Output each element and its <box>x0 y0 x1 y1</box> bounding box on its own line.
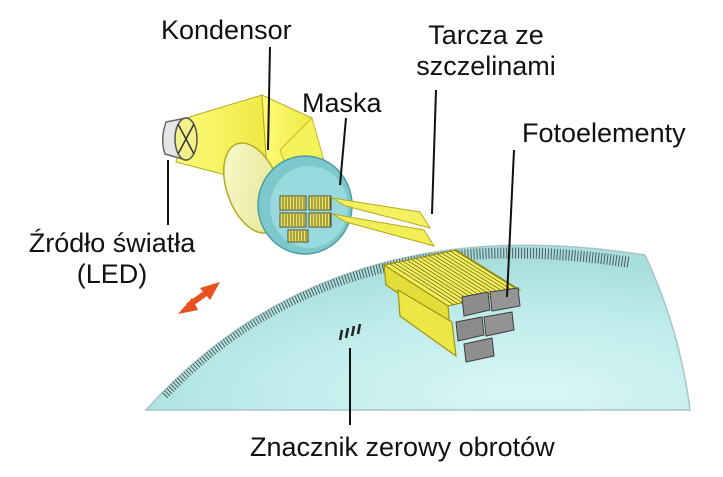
disc-slot-tick <box>617 255 621 267</box>
disc-slot-tick <box>346 271 351 283</box>
disc-slot-tick <box>553 248 556 260</box>
block-slit-line <box>441 252 506 294</box>
disc-slot-tick <box>378 262 382 274</box>
block-slit-line <box>432 254 498 296</box>
disc-slot-tick <box>559 249 561 261</box>
leader-lines <box>167 46 515 425</box>
disc-slot-tick <box>482 248 484 260</box>
disc-slot-tick <box>591 251 594 263</box>
disc-slot-tick <box>579 250 582 262</box>
disc-slot-tick <box>541 248 544 260</box>
disc-slot-tick <box>614 254 618 266</box>
block-slit-line <box>389 263 454 305</box>
disc-slot-tick <box>476 248 478 260</box>
label-mask: Maska <box>302 88 382 118</box>
block-slit-line <box>419 257 485 299</box>
double-arrow-icon <box>178 282 220 314</box>
disc-slot-tick <box>620 255 624 267</box>
beams-through-disc <box>331 197 436 247</box>
block-slit-line <box>411 259 476 301</box>
disc-slot-tick <box>565 249 567 261</box>
disc-slot-tick <box>360 267 365 279</box>
disc-slot-tick <box>485 248 487 260</box>
mask-slit-windows <box>279 195 332 243</box>
led-lamp-icon <box>162 117 198 161</box>
disc-slot-tick <box>588 251 591 263</box>
label-photo-elements: Fotoelementy <box>522 118 686 148</box>
disc-slot-tick <box>357 268 362 280</box>
block-slit-line <box>437 253 502 295</box>
block-slit-line <box>402 260 467 303</box>
disc-slot-tick <box>597 252 600 264</box>
disc-slot-tick <box>349 271 354 282</box>
disc-slot-tick <box>600 252 603 265</box>
disc-slot-tick <box>582 251 585 263</box>
label-zero-marker: Znacznik zerowy obrotów <box>250 432 555 462</box>
disc-slot-tick <box>352 270 357 281</box>
disc-slot-tick <box>547 248 550 260</box>
disc-slot-tick <box>585 251 588 263</box>
disc-slot-tick <box>576 250 579 262</box>
label-light-source-line1: Źródło światła <box>28 228 196 258</box>
disc-slot-tick <box>479 248 481 260</box>
label-condenser: Kondensor <box>161 15 292 45</box>
disc-slot-tick <box>544 248 547 260</box>
disc-slot-tick <box>626 256 630 268</box>
disc-slot-tick <box>571 249 573 262</box>
disc-slot-tick <box>363 266 368 278</box>
disc-slot-tick <box>369 265 374 277</box>
block-slit-line <box>398 261 463 304</box>
block-slit-line <box>445 251 511 293</box>
label-slotted-disc-line2: szczelinami <box>416 51 556 81</box>
disc-slot-tick <box>550 248 553 260</box>
disc-slot-tick <box>568 249 570 261</box>
disc-slot-tick <box>556 248 558 260</box>
disc-slot-tick <box>473 248 475 260</box>
disc-slot-tick <box>603 253 606 265</box>
disc-slot-tick <box>574 250 576 262</box>
block-slit-line <box>415 258 480 300</box>
block-slit-line <box>393 262 459 305</box>
label-light-source-line2: (LED) <box>76 259 148 289</box>
block-slit-line <box>406 259 472 302</box>
photo-sensors <box>455 287 521 363</box>
disc-slot-tick <box>381 262 385 274</box>
block-slit-line <box>428 255 493 297</box>
disc-slot-tick <box>354 269 360 281</box>
disc-slot-tick <box>612 254 615 266</box>
label-light-source: Źródło światła (LED) <box>8 228 216 290</box>
label-slotted-disc-line1: Tarcza ze <box>428 20 544 50</box>
disc-slot-tick <box>562 249 564 261</box>
disc-slot-ticks <box>159 247 630 399</box>
disc-slot-tick <box>366 265 371 277</box>
disc-slot-tick <box>623 256 627 268</box>
disc-slot-tick <box>375 263 379 275</box>
disc-slot-tick <box>372 264 377 276</box>
disc-slot-tick <box>609 254 612 266</box>
label-slotted-disc: Tarcza ze szczelinami <box>398 20 574 82</box>
block-slit-line <box>450 250 515 292</box>
zero-index-marks <box>338 323 362 341</box>
block-slit-line <box>424 256 489 298</box>
disc-slot-tick <box>594 252 597 264</box>
disc-slot-tick <box>470 248 472 260</box>
disc-slot-tick <box>606 253 609 265</box>
